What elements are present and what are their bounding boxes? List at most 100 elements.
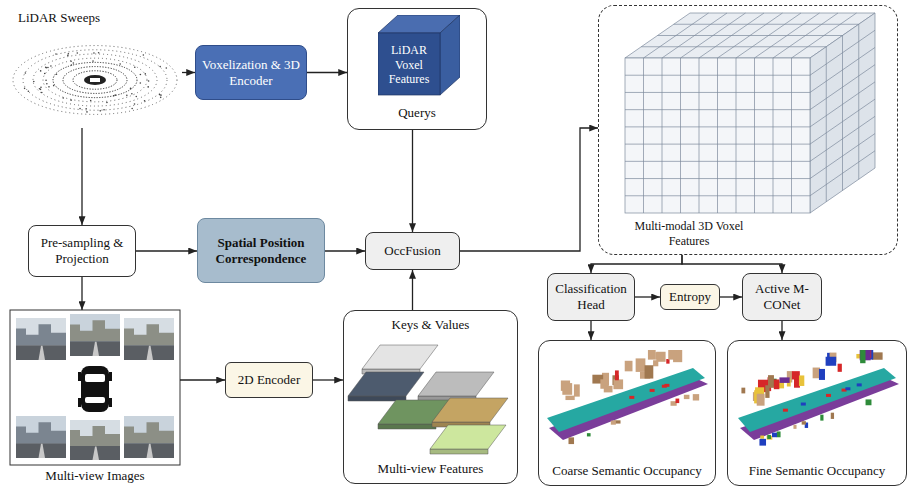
scan-point bbox=[50, 65, 52, 67]
vehicle-gap bbox=[90, 78, 100, 82]
occupancy-block bbox=[779, 377, 789, 383]
scan-ring bbox=[13, 46, 177, 115]
occupancy-block bbox=[772, 433, 777, 438]
sensor-input: LiDAR Sweeps bbox=[10, 6, 182, 128]
occupancy-block bbox=[562, 383, 572, 395]
occupancy-block bbox=[587, 433, 591, 436]
flow-arrow bbox=[720, 296, 742, 297]
voxel-grid bbox=[625, 13, 875, 213]
occupancy-block bbox=[792, 371, 800, 379]
scan-point bbox=[143, 54, 145, 56]
sidewalk bbox=[549, 378, 708, 440]
feature-edge bbox=[430, 449, 488, 454]
occupancy-block bbox=[760, 436, 764, 439]
photo-buildings bbox=[70, 320, 120, 341]
cube-side bbox=[440, 15, 460, 95]
sidewalk bbox=[740, 378, 899, 440]
scan-point bbox=[144, 73, 146, 75]
feature-map bbox=[362, 345, 438, 369]
grid-line bbox=[662, 58, 663, 213]
node-label: Active M-CONet bbox=[749, 281, 815, 312]
scan-point bbox=[76, 52, 78, 54]
car-icon bbox=[78, 366, 112, 412]
vehicle-block bbox=[629, 396, 634, 399]
vehicle-block bbox=[801, 403, 806, 406]
grid-line bbox=[858, 24, 859, 179]
node-label: Fine Semantic Occupancy bbox=[742, 463, 892, 479]
scan-point bbox=[131, 108, 133, 110]
photo-road bbox=[16, 345, 66, 360]
grid-line bbox=[791, 58, 792, 213]
process-box: Classification Head bbox=[547, 273, 635, 321]
scan-point bbox=[46, 83, 48, 85]
scan-point bbox=[166, 67, 168, 69]
grid-line bbox=[826, 47, 827, 202]
scan-point bbox=[24, 88, 26, 90]
scan-point bbox=[85, 108, 87, 110]
road bbox=[547, 368, 705, 432]
occupancy-block bbox=[765, 385, 769, 398]
connector-group bbox=[82, 73, 782, 381]
occupancy-block bbox=[611, 421, 616, 425]
car-body bbox=[81, 366, 109, 412]
photo-lane bbox=[93, 446, 100, 460]
grid-line bbox=[699, 58, 700, 213]
scan-point bbox=[28, 91, 30, 93]
grid-line bbox=[754, 58, 755, 213]
flow-arrow bbox=[136, 250, 197, 251]
feature-map bbox=[430, 425, 506, 449]
camera-photo bbox=[70, 420, 120, 460]
image-frame bbox=[10, 310, 180, 465]
node-label: Pre-sampling & Projection bbox=[35, 235, 129, 266]
scan-point bbox=[44, 73, 46, 75]
output-panel: Coarse Semantic Occupancy bbox=[538, 340, 716, 486]
camera-photo bbox=[16, 416, 66, 458]
camera-photo bbox=[124, 416, 174, 458]
scan-ring bbox=[23, 50, 167, 110]
scan-ring bbox=[33, 54, 157, 106]
grid-line bbox=[625, 126, 810, 127]
photo-buildings bbox=[124, 422, 174, 443]
grid-line bbox=[717, 58, 718, 213]
node-label: 2D Encoder bbox=[238, 372, 300, 388]
flow-arrow bbox=[313, 379, 343, 380]
node-label: Entropy bbox=[669, 289, 711, 305]
scan-point bbox=[92, 60, 94, 62]
occupancy-block bbox=[802, 421, 806, 424]
node-label: Querys bbox=[398, 105, 436, 121]
flow-arrow bbox=[307, 72, 347, 73]
scan-point bbox=[33, 81, 35, 83]
grid-line bbox=[625, 178, 810, 179]
car-wheel bbox=[78, 372, 81, 381]
scan-point bbox=[131, 93, 133, 95]
occupancy-block bbox=[767, 436, 773, 440]
scan-ring bbox=[63, 67, 127, 94]
scan-point bbox=[103, 109, 105, 111]
scan-point bbox=[62, 97, 64, 99]
scan-point bbox=[114, 94, 116, 96]
image-input: Multi-view Images bbox=[10, 310, 180, 486]
grid-line bbox=[641, 46, 826, 47]
flow-arrow bbox=[591, 255, 682, 273]
process-box: Spatial Position Correspondence bbox=[197, 218, 325, 283]
scan-point bbox=[126, 95, 128, 97]
photo-road bbox=[16, 443, 66, 458]
vehicle-block bbox=[783, 409, 788, 412]
process-box: Pre-sampling & Projection bbox=[28, 225, 136, 277]
flow-arrow bbox=[682, 255, 782, 273]
occupancy-block bbox=[866, 399, 872, 405]
car-wheel bbox=[78, 398, 81, 407]
flow-arrow bbox=[781, 321, 782, 340]
photo-lane bbox=[39, 346, 46, 360]
feature-maps bbox=[348, 345, 508, 454]
scan-point bbox=[45, 67, 47, 69]
scan-point bbox=[148, 80, 150, 82]
occupancy-block bbox=[653, 360, 658, 366]
scan-point bbox=[70, 60, 72, 62]
scan-point bbox=[45, 79, 47, 81]
feature-map bbox=[418, 372, 494, 396]
flow-arrow bbox=[460, 128, 598, 251]
grid-line bbox=[625, 161, 810, 162]
scan-point bbox=[48, 86, 50, 88]
